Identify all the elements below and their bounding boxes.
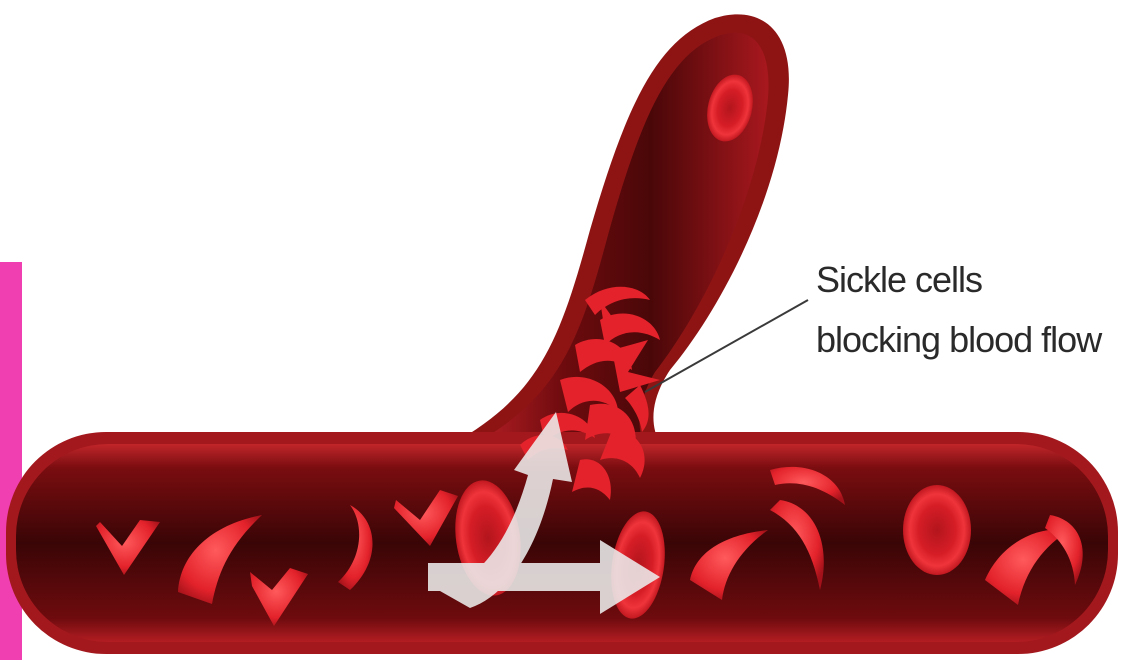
callout-label-line-1: Sickle cells — [816, 262, 982, 298]
red-blood-cell-3 — [903, 485, 971, 575]
callout-label-line-2: blocking blood flow — [816, 322, 1101, 358]
